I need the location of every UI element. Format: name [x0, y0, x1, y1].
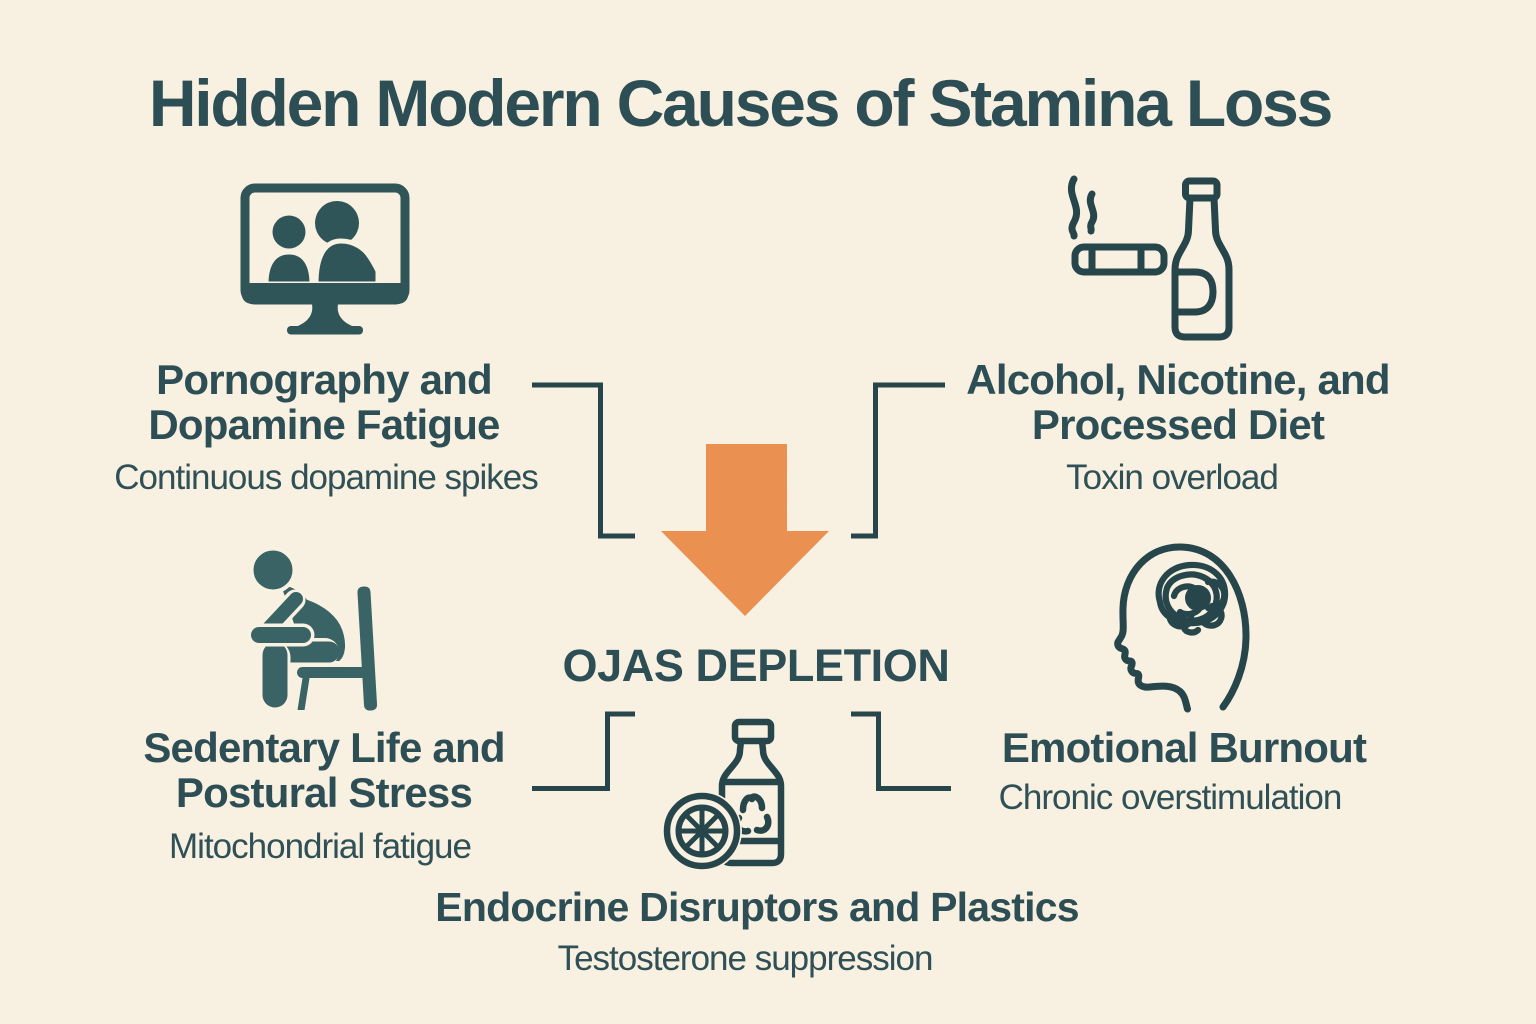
cause-subtitle-bottom-center: Testosterone suppression: [557, 939, 934, 978]
down-arrow-icon: [661, 444, 829, 616]
connector-bottom-left: [532, 711, 635, 791]
page-title: Hidden Modern Causes of Stamina Loss: [148, 66, 1334, 140]
cause-heading-top-left: Pornography and Dopamine Fatigue: [148, 356, 500, 448]
cause-subtitle-bottom-left: Mitochondrial fatigue: [169, 827, 472, 866]
cause-heading-bottom-right: Emotional Burnout: [1001, 724, 1367, 771]
cause-subtitle-bottom-right: Chronic overstimulation: [998, 778, 1343, 817]
connector-top-left: [532, 382, 635, 539]
cause-heading-bottom-left: Sedentary Life and Postural Stress: [143, 724, 505, 816]
cause-subtitle-top-left: Continuous dopamine spikes: [114, 458, 538, 497]
connector-bottom-right: [851, 711, 951, 791]
slouched-person-chair-icon: [247, 546, 378, 711]
head-tangled-brain-icon: [1114, 543, 1250, 713]
center-label: OJAS DEPLETION: [562, 640, 950, 691]
cause-subtitle-top-right: Toxin overload: [1066, 458, 1279, 497]
cause-heading-bottom-center: Endocrine Disruptors and Plastics: [435, 884, 1079, 930]
cause-heading-top-right: Alcohol, Nicotine, and Processed Diet: [966, 356, 1390, 448]
cigarette-bottle-icon: [1067, 175, 1233, 341]
plastic-bottle-citrus-icon: [662, 718, 785, 871]
monitor-couple-icon: [240, 183, 410, 335]
connector-top-right: [851, 382, 945, 539]
